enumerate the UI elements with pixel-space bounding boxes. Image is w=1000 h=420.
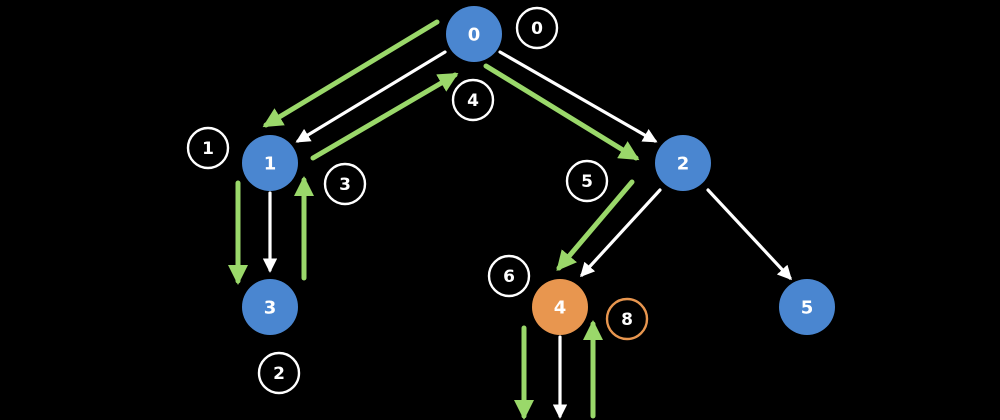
node-4: 4 <box>532 279 588 335</box>
step-ring <box>257 351 301 395</box>
traversal-arrow <box>483 63 640 161</box>
step-ring <box>323 162 367 206</box>
step-marker-3: 3 <box>323 162 367 206</box>
step-ring <box>515 6 559 50</box>
node-0: 0 <box>446 6 502 62</box>
node-circle <box>242 279 298 335</box>
node-circle <box>532 279 588 335</box>
step-markers: 0 1 2 3 4 5 6 8 <box>186 6 649 395</box>
traversal-arrow <box>556 179 635 272</box>
tree-nodes: 0 1 2 3 4 5 <box>242 6 835 335</box>
step-marker-2: 2 <box>257 351 301 395</box>
step-marker-1: 1 <box>186 126 230 170</box>
node-circle <box>242 135 298 191</box>
node-2: 2 <box>655 135 711 191</box>
traversal-arrows <box>228 19 640 420</box>
step-number: 6 <box>503 267 515 287</box>
step-number: 8 <box>621 310 633 330</box>
step-ring <box>451 78 495 122</box>
node-circle <box>446 6 502 62</box>
step-number: 4 <box>467 91 479 111</box>
step-number: 3 <box>339 175 351 195</box>
step-marker-6: 6 <box>487 254 531 298</box>
node-label: 5 <box>801 298 814 319</box>
traversal-arrow <box>310 72 459 161</box>
node-3: 3 <box>242 279 298 335</box>
edge-2-to-4 <box>580 188 662 278</box>
node-circle <box>655 135 711 191</box>
edge-0-to-1 <box>295 50 447 143</box>
step-ring <box>565 159 609 203</box>
node-label: 1 <box>264 154 277 175</box>
step-marker-0: 0 <box>515 6 559 50</box>
node-1: 1 <box>242 135 298 191</box>
step-ring <box>186 126 230 170</box>
edge-0-to-2 <box>498 50 658 143</box>
step-number: 2 <box>273 364 285 384</box>
node-label: 2 <box>677 154 690 175</box>
step-ring <box>487 254 531 298</box>
edge-2-to-5 <box>706 188 792 281</box>
tree-edges <box>262 50 792 419</box>
step-number: 1 <box>202 139 214 159</box>
step-marker-4: 4 <box>451 78 495 122</box>
step-marker-8: 8 <box>605 297 649 341</box>
step-marker-5: 5 <box>565 159 609 203</box>
step-number: 5 <box>581 172 593 192</box>
traversal-arrow <box>262 19 440 128</box>
node-label: 4 <box>554 298 567 319</box>
step-ring <box>605 297 649 341</box>
node-label: 3 <box>264 298 277 319</box>
node-circle <box>779 279 835 335</box>
step-number: 0 <box>531 19 543 39</box>
node-5: 5 <box>779 279 835 335</box>
node-label: 0 <box>468 25 481 46</box>
